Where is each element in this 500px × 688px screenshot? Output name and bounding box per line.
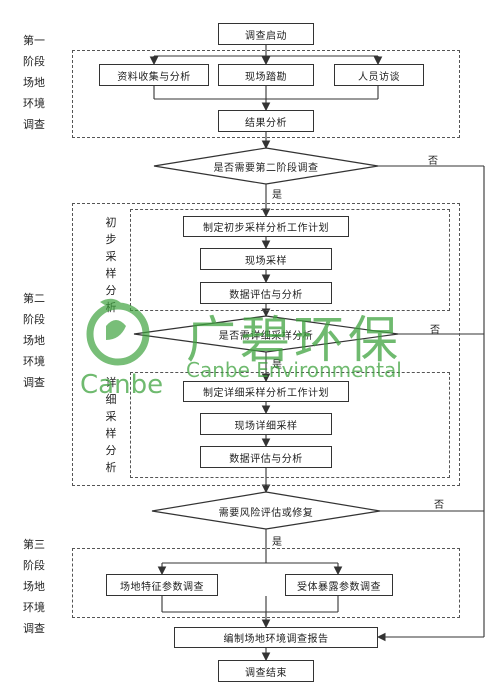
report-box: 编制场地环境调查报告	[174, 627, 378, 648]
watermark-logo	[86, 298, 150, 366]
start-box: 调查启动	[218, 23, 314, 45]
detail-plan-box: 制定详细采样分析工作计划	[183, 381, 349, 402]
field-sampling-box: 现场采样	[200, 248, 332, 270]
interview-box: 人员访谈	[334, 64, 424, 86]
decision-risk-text: 需要风险评估或修复	[218, 507, 314, 519]
result-box: 结果分析	[218, 110, 314, 132]
decision-risk-shape	[151, 491, 381, 530]
yes-label-risk: 是	[272, 537, 282, 548]
stage3-group	[72, 548, 460, 618]
end-box: 调查结束	[218, 660, 314, 682]
no-label-stage2: 否	[428, 156, 438, 167]
watermark-cn: 广碧环保	[186, 311, 402, 369]
detail-sampling-box: 现场详细采样	[200, 413, 332, 435]
decision-detail-text: 是否需详细采样分析	[218, 330, 314, 342]
site-params-box: 场地特征参数调查	[106, 574, 218, 596]
no-label-detail: 否	[430, 325, 440, 336]
yes-label-detail: 是	[272, 360, 282, 371]
receptor-params-box: 受体暴露参数调查	[285, 574, 393, 596]
data-eval2-box: 数据评估与分析	[200, 446, 332, 468]
prelim-plan-box: 制定初步采样分析工作计划	[183, 216, 349, 237]
stage2-label: 第二阶段场地环境调查	[23, 292, 45, 389]
data-eval1-box: 数据评估与分析	[200, 282, 332, 304]
stage1-label: 第一阶段场地环境调查	[23, 34, 45, 131]
site-visit-box: 现场踏勘	[218, 64, 314, 86]
collect-box: 资料收集与分析	[99, 64, 209, 86]
watermark-en: Canbe Environmental	[186, 358, 402, 382]
watermark-logo-text: Canbe	[80, 370, 164, 400]
stage1-group	[72, 50, 460, 138]
stage3-label: 第三阶段场地环境调查	[23, 538, 45, 635]
detail-vertical-label: 详细采样分析	[105, 376, 117, 474]
decision-stage2-shape	[153, 147, 379, 185]
stage2-group	[72, 203, 460, 486]
prelim-subgroup	[130, 209, 450, 311]
yes-label-stage2: 是	[272, 190, 282, 201]
decision-stage2-text: 是否需要第二阶段调查	[213, 162, 319, 174]
decision-detail-shape	[133, 315, 399, 353]
no-label-risk: 否	[434, 500, 444, 511]
detail-subgroup	[130, 372, 450, 478]
